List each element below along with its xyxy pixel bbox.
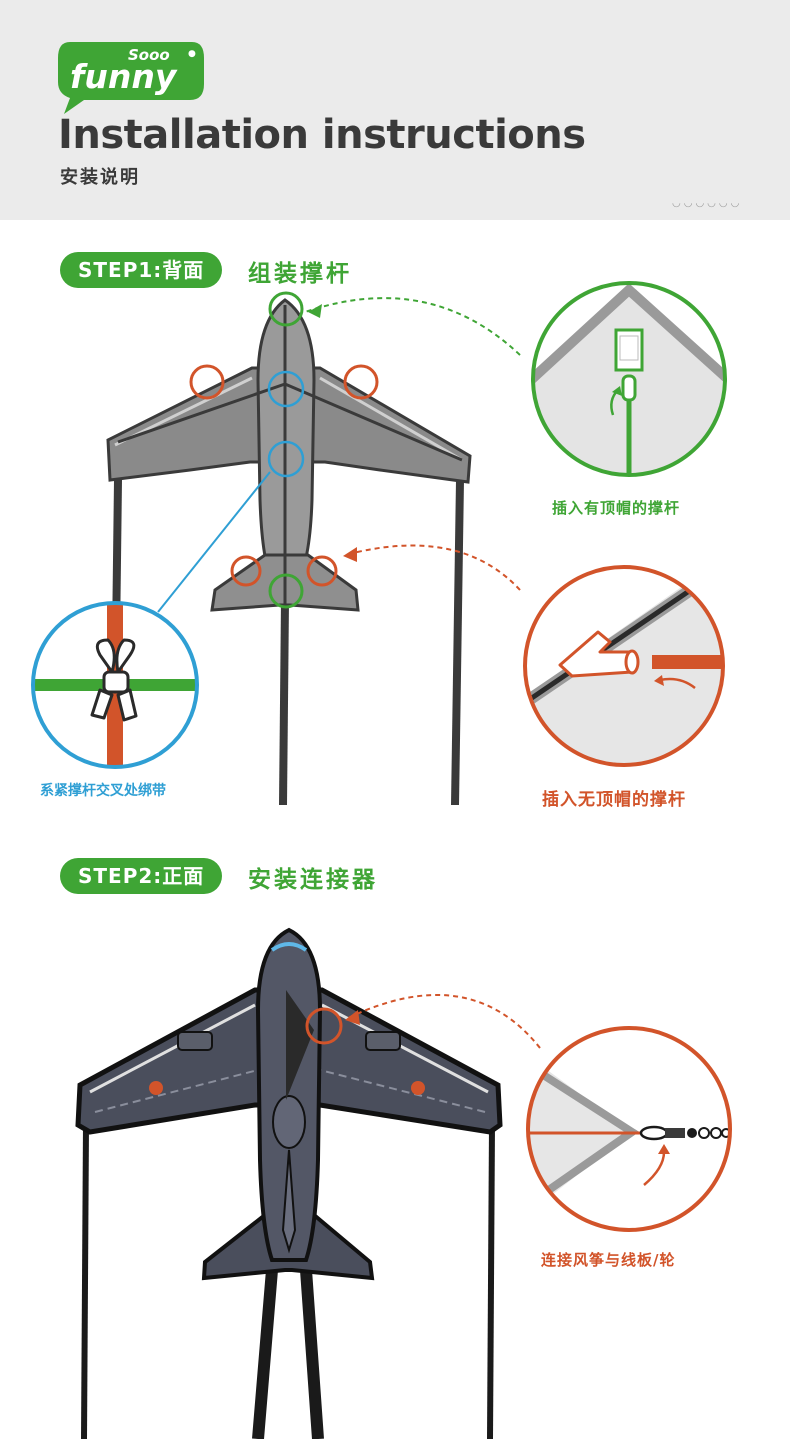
caption-cross-binding: 系紧撑杆交叉处绑带	[40, 783, 166, 799]
sooo-funny-logo: Sooo ● funny	[58, 42, 204, 114]
marker-nose-green	[268, 291, 304, 327]
page-title: Installation instructions	[58, 112, 586, 158]
marker-center-blue	[267, 440, 305, 478]
connector-line-blue	[157, 471, 271, 613]
detail-connector	[526, 1026, 732, 1232]
svg-text:●: ●	[188, 49, 196, 59]
marker-cross-blue	[267, 370, 305, 408]
swivel-clip-icon	[639, 1125, 731, 1141]
detail-uncapped-spar	[523, 565, 725, 767]
header-banner: Sooo ● funny Installation instructions 安…	[0, 0, 790, 220]
step2-pill: STEP2:正面	[60, 858, 223, 894]
marker-right-tail-orange	[306, 555, 338, 587]
logo-main-text: funny	[70, 57, 178, 96]
step1-title: 组装撑杆	[248, 261, 352, 287]
dashed-arrow-step2	[347, 994, 541, 1049]
decorative-dots: ◡◡◡◡◡◡	[672, 198, 743, 209]
kite-front-view	[75, 927, 503, 1439]
marker-left-wing-orange	[189, 364, 225, 400]
logo-top-text: Sooo	[128, 46, 170, 64]
dashed-arrow-green	[304, 297, 521, 356]
marker-connector-orange	[305, 1007, 343, 1045]
caption-connector: 连接风筝与线板/轮	[541, 1251, 676, 1269]
caption-uncapped-spar: 插入无顶帽的撑杆	[542, 790, 686, 810]
detail-capped-spar	[531, 281, 727, 477]
detail-cross-binding	[31, 601, 199, 769]
marker-tail-green	[268, 573, 304, 609]
dashed-arrow-orange	[344, 544, 521, 591]
marker-left-tail-orange	[230, 555, 262, 587]
page-subtitle: 安装说明	[60, 167, 140, 188]
step1-pill: STEP1:背面	[60, 252, 223, 288]
step2-title: 安装连接器	[248, 867, 378, 893]
marker-right-wing-orange	[343, 364, 379, 400]
caption-capped-spar: 插入有顶帽的撑杆	[552, 499, 681, 517]
